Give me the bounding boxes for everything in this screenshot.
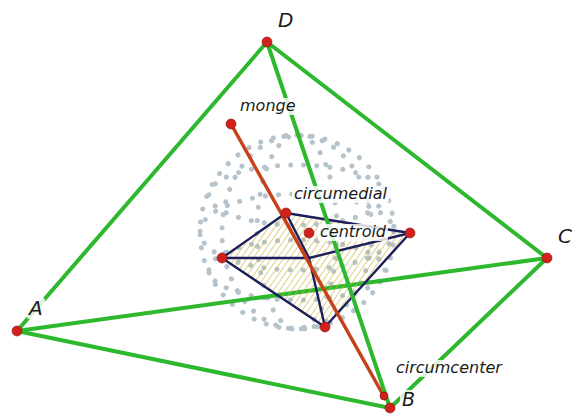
vertex-label: B: [400, 390, 417, 410]
tetra-edges: [17, 42, 547, 408]
vertex-label: C: [556, 226, 574, 247]
points: [12, 37, 552, 413]
vertex-label: A: [27, 298, 45, 319]
point-label: circumedial: [292, 186, 389, 203]
point-label: monge: [238, 98, 298, 115]
circumedial-polyhedron: [222, 213, 410, 327]
point-label: circumcenter: [394, 360, 504, 377]
vertex-label: D: [276, 10, 295, 31]
point-label: centroid: [318, 224, 388, 241]
